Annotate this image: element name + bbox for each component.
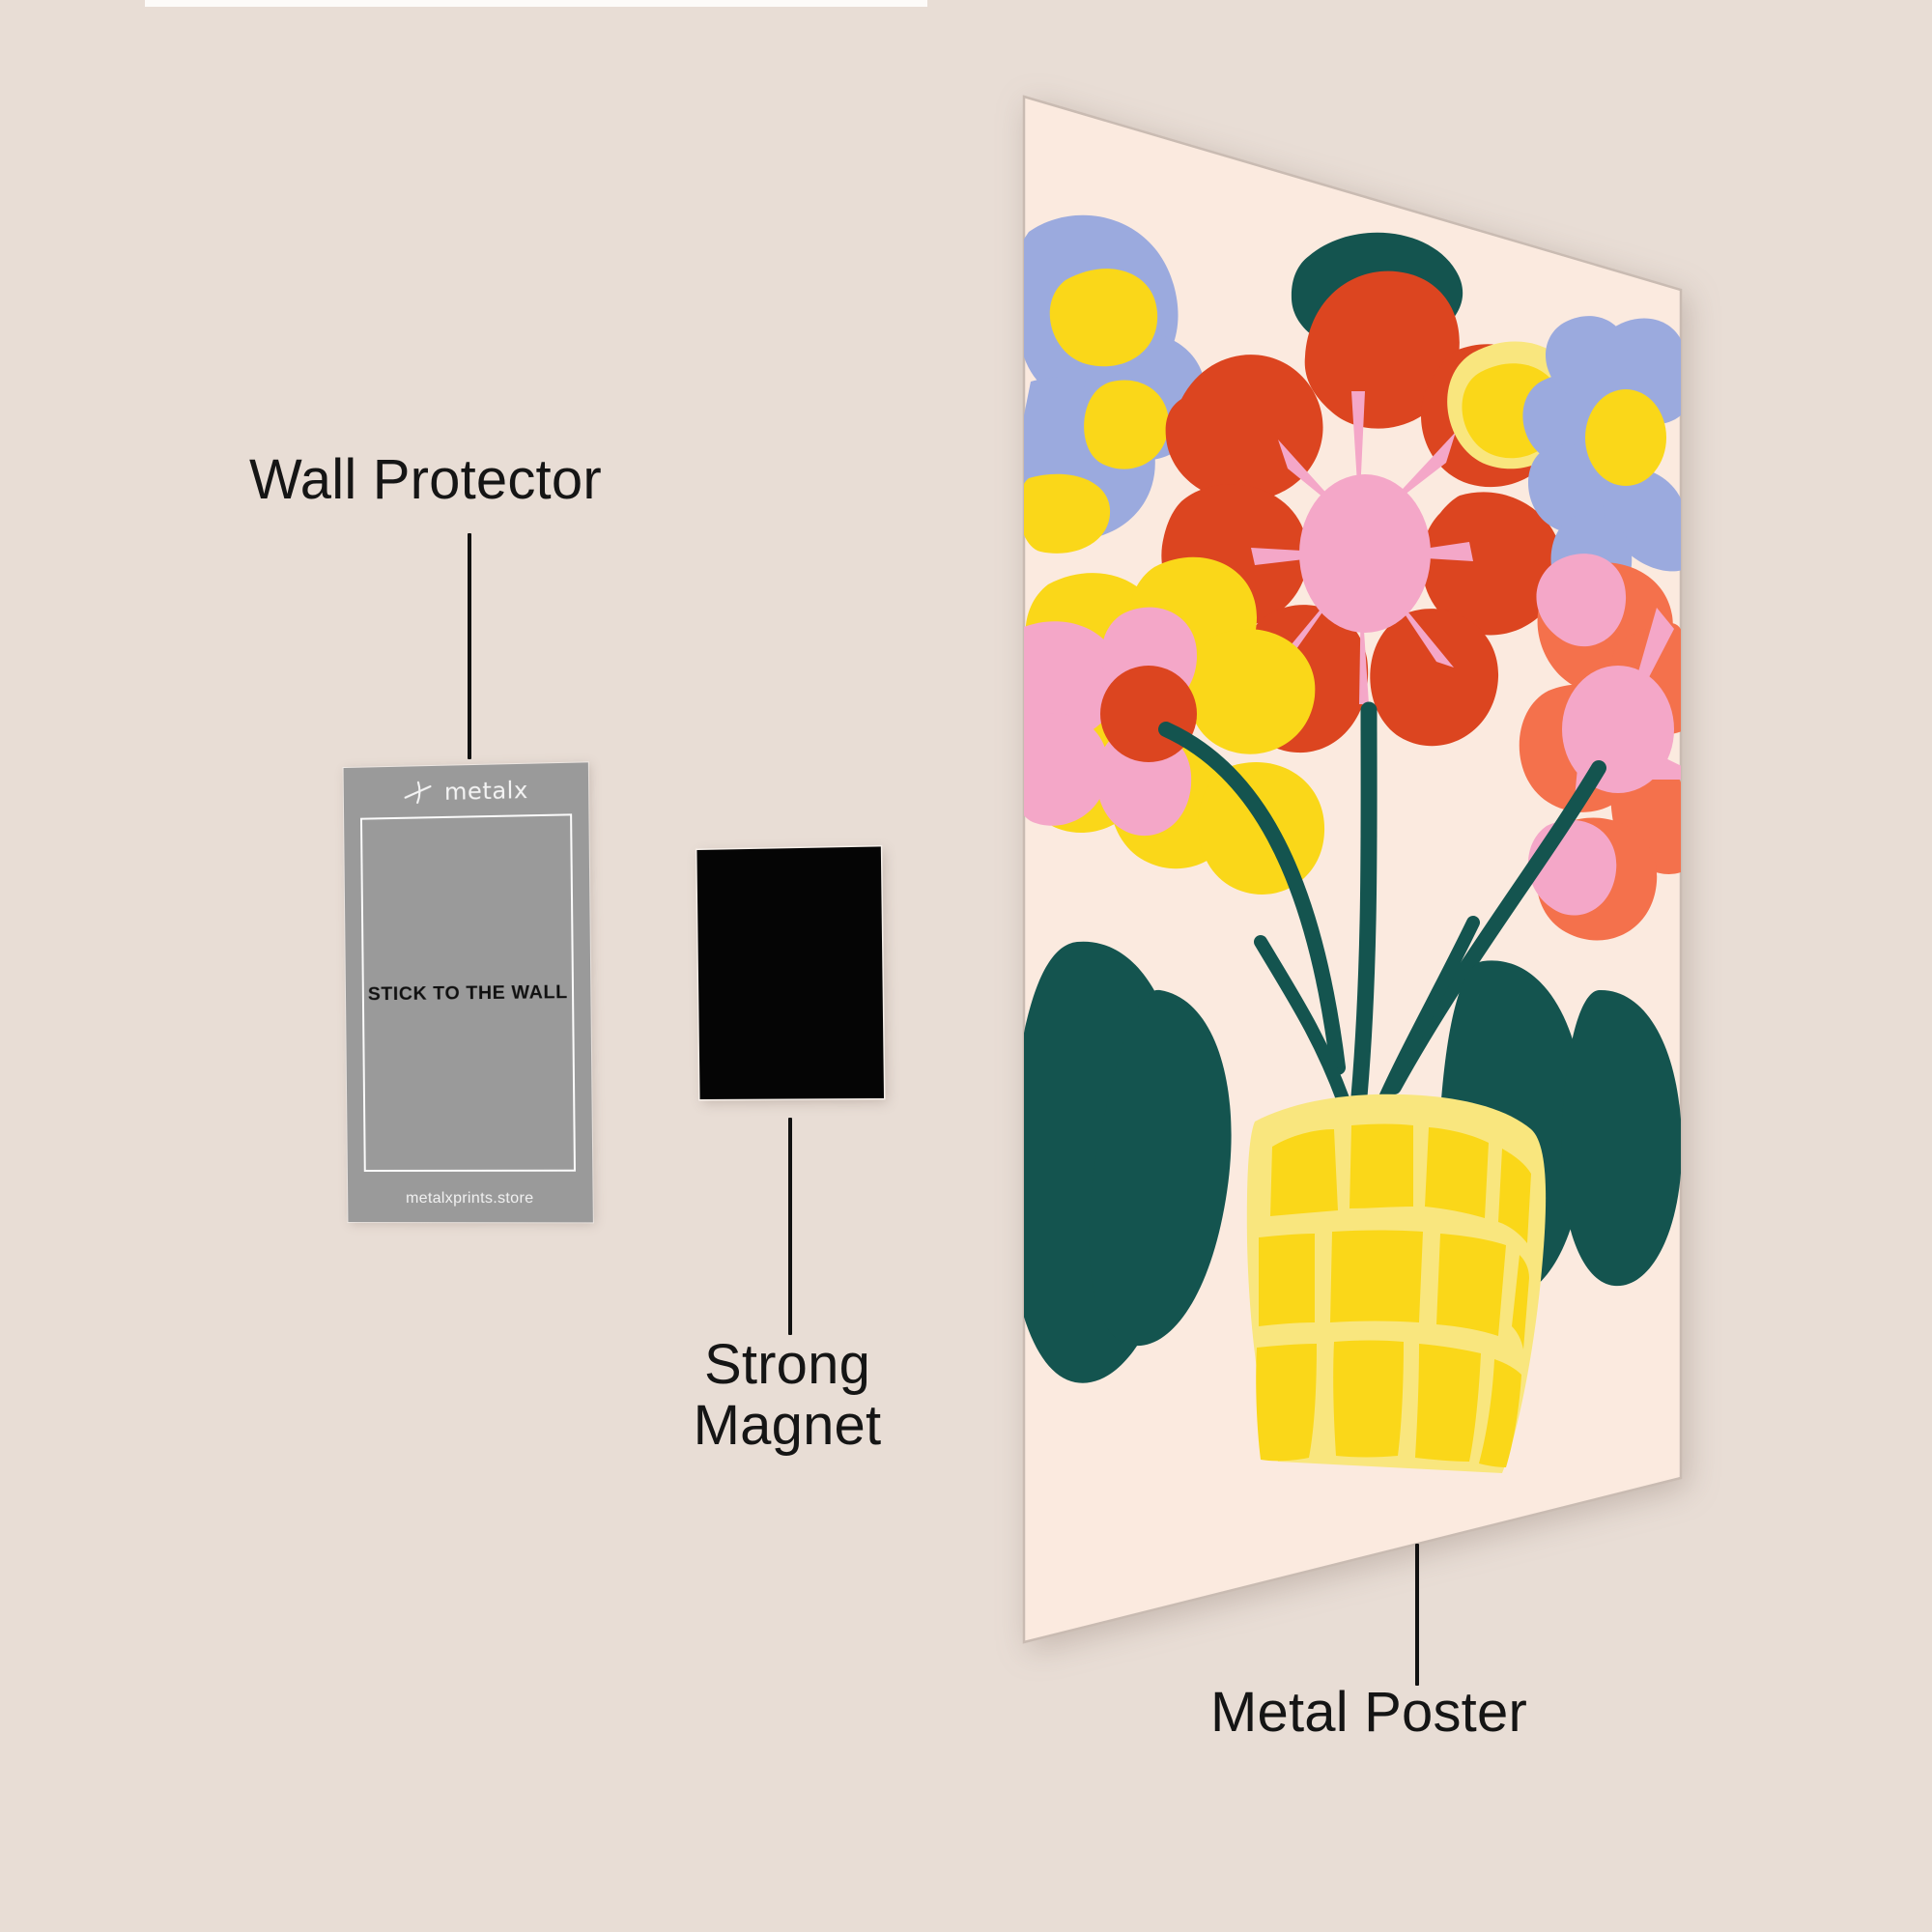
metal-poster[interactable]	[1019, 92, 1686, 1647]
leader-line-wall-protector	[468, 533, 471, 759]
leader-line-magnet	[788, 1118, 792, 1335]
brand-name: metalx	[444, 777, 528, 806]
top-white-strip	[145, 0, 927, 7]
strong-magnet-square[interactable]	[696, 846, 884, 1099]
wall-protector-card[interactable]: metalx STICK TO THE WALL metalxprints.st…	[344, 762, 593, 1222]
metalx-cross-icon	[403, 781, 436, 805]
label-metal-poster: Metal Poster	[1210, 1683, 1527, 1744]
card-cta-text: STICK TO THE WALL	[346, 981, 591, 1007]
label-wall-protector: Wall Protector	[249, 450, 602, 511]
card-url-text: metalxprints.store	[348, 1190, 593, 1208]
label-strong-magnet: StrongMagnet	[667, 1335, 908, 1456]
label-strong-magnet-line1: Strong	[704, 1333, 870, 1396]
poster-artwork	[1019, 92, 1686, 1647]
label-strong-magnet-line2: Magnet	[694, 1394, 882, 1457]
brand-lockup: metalx	[344, 775, 589, 808]
leader-line-metal-poster	[1415, 1544, 1419, 1686]
